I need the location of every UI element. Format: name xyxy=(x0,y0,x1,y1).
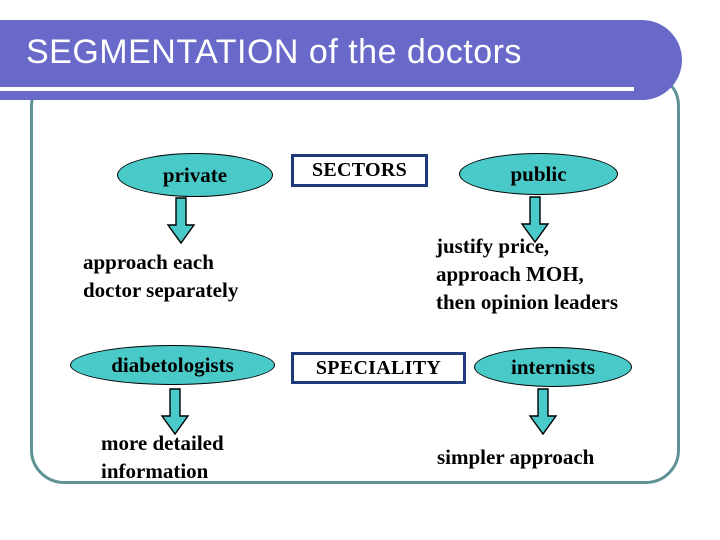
down-arrow-icon-internists xyxy=(528,388,558,436)
node-internists[interactable]: internists xyxy=(474,347,632,387)
title-banner xyxy=(0,20,682,100)
node-private[interactable]: private xyxy=(117,153,273,197)
detail-text-private: approach each doctor separately xyxy=(83,250,239,302)
node-public[interactable]: public xyxy=(459,153,618,195)
page-title: SEGMENTATION of the doctors xyxy=(26,33,522,71)
detail-text-public: justify price, approach MOH, then opinio… xyxy=(436,234,619,314)
node-diabetologists[interactable]: diabetologists xyxy=(70,345,275,385)
detail-text-internists: simpler approach xyxy=(437,445,595,469)
detail-text-diabetologists: more detailed information xyxy=(101,431,224,483)
title-underline-rule xyxy=(0,87,634,91)
category-label-speciality: SPECIALITY xyxy=(291,352,466,384)
down-arrow-icon-diabetologists xyxy=(160,388,190,436)
category-label-sectors: SECTORS xyxy=(291,154,428,187)
down-arrow-icon-public xyxy=(520,196,550,244)
down-arrow-icon-private xyxy=(166,197,196,245)
